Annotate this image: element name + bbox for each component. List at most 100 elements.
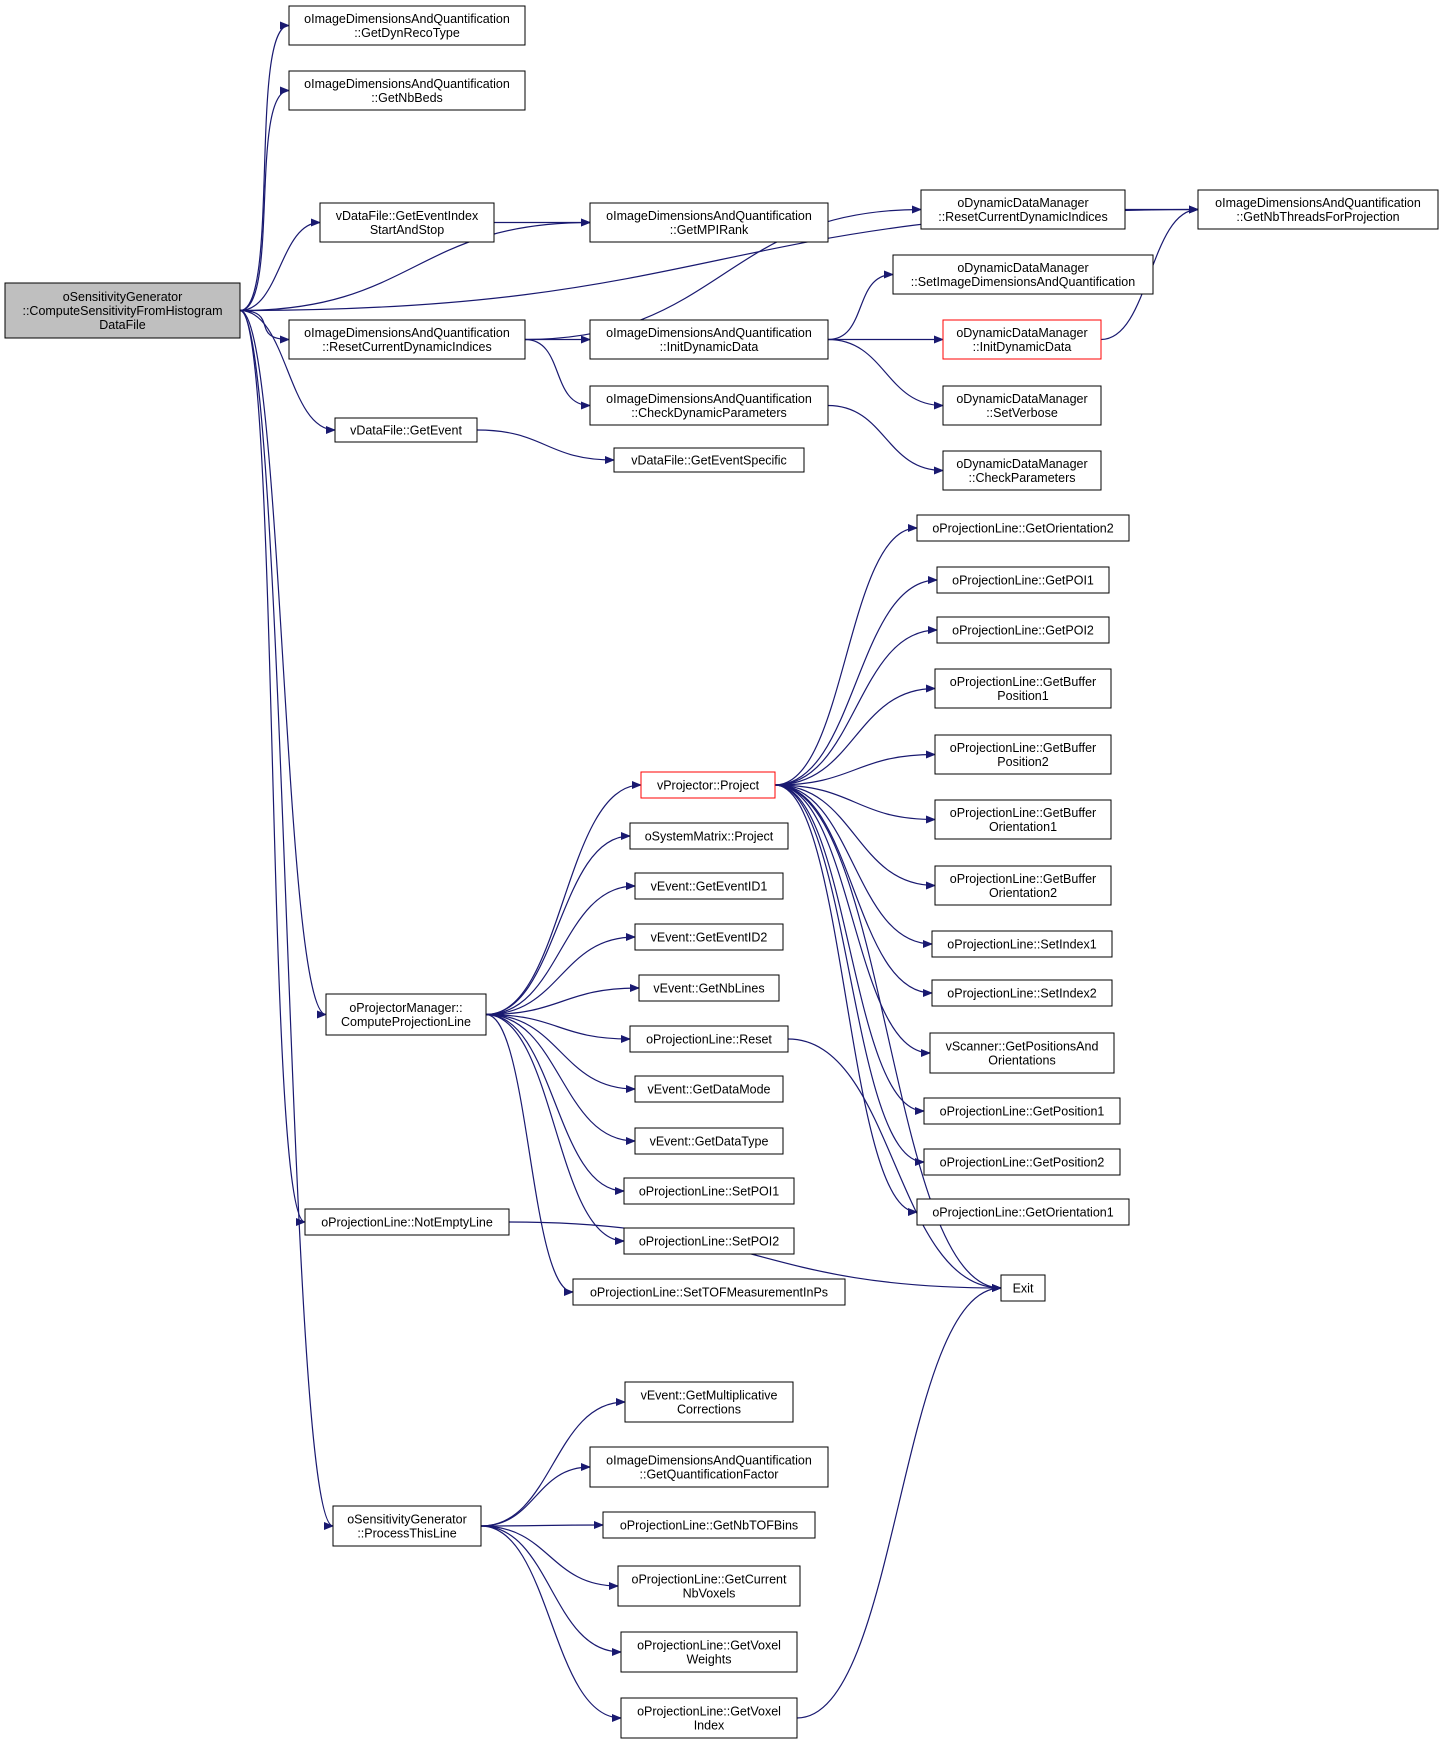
node-box-notEmptyLine[interactable]: [304, 1208, 510, 1236]
node-getPosition1[interactable]: oProjectionLine::GetPosition1: [923, 1097, 1121, 1125]
node-setIndex1[interactable]: oProjectionLine::SetIndex1: [931, 930, 1113, 958]
node-box-getEventID2[interactable]: [634, 923, 784, 951]
node-box-getOrientation1[interactable]: [916, 1198, 1130, 1226]
node-box-getDynRecoType[interactable]: [288, 5, 526, 46]
node-box-setPOI2[interactable]: [623, 1227, 795, 1255]
node-getOrientation2[interactable]: oProjectionLine::GetOrientation2: [916, 514, 1130, 542]
node-getOrientation1[interactable]: oProjectionLine::GetOrientation1: [916, 1198, 1130, 1226]
node-box-getVoxelWeights[interactable]: [620, 1631, 798, 1673]
node-box-getNbTOFBins[interactable]: [602, 1511, 816, 1539]
node-setPOI2[interactable]: oProjectionLine::SetPOI2: [623, 1227, 795, 1255]
node-box-checkParams[interactable]: [942, 450, 1102, 491]
node-box-getQuantFactor[interactable]: [589, 1446, 829, 1488]
node-box-getBufPos1[interactable]: [934, 668, 1112, 709]
node-setPOI1[interactable]: oProjectionLine::SetPOI1: [623, 1177, 795, 1205]
node-getQuantFactor[interactable]: oImageDimensionsAndQuantification::GetQu…: [589, 1446, 829, 1488]
node-box-idResetCurrent[interactable]: [288, 319, 526, 360]
node-box-getBufOri2[interactable]: [934, 865, 1112, 906]
node-getEventID1[interactable]: vEvent::GetEventID1: [634, 872, 784, 900]
node-dmResetCurrent[interactable]: oDynamicDataManager::ResetCurrentDynamic…: [920, 189, 1126, 230]
node-box-getMPIRank[interactable]: [589, 202, 829, 243]
node-setIndex2[interactable]: oProjectionLine::SetIndex2: [931, 979, 1113, 1007]
node-box-computeProjLine[interactable]: [325, 993, 487, 1036]
node-box-getNbLines[interactable]: [638, 974, 780, 1002]
node-initDynamicDataID[interactable]: oImageDimensionsAndQuantification::InitD…: [589, 319, 829, 360]
node-getEventSpecific[interactable]: vDataFile::GetEventSpecific: [613, 447, 805, 473]
node-computeProjLine[interactable]: oProjectorManager::ComputeProjectionLine: [325, 993, 487, 1036]
node-box-getEventIndex[interactable]: [319, 202, 495, 243]
node-box-initDynamicDataDM[interactable]: [942, 319, 1102, 360]
node-getMPIRank[interactable]: oImageDimensionsAndQuantification::GetMP…: [589, 202, 829, 243]
node-box-getNbBeds[interactable]: [288, 70, 526, 111]
node-getPOI1[interactable]: oProjectionLine::GetPOI1: [936, 566, 1110, 594]
node-box-setIndex2[interactable]: [931, 979, 1113, 1007]
node-box-getPosition2[interactable]: [923, 1148, 1121, 1176]
node-checkDynParams[interactable]: oImageDimensionsAndQuantification::Check…: [589, 385, 829, 426]
node-getNbLines[interactable]: vEvent::GetNbLines: [638, 974, 780, 1002]
node-box-getDataType[interactable]: [634, 1127, 784, 1155]
node-box-vProject[interactable]: [640, 771, 776, 799]
node-box-checkDynParams[interactable]: [589, 385, 829, 426]
node-box-getOrientation2[interactable]: [916, 514, 1130, 542]
node-getPosition2[interactable]: oProjectionLine::GetPosition2: [923, 1148, 1121, 1176]
node-box-getPOI1[interactable]: [936, 566, 1110, 594]
node-getNbTOFBins[interactable]: oProjectionLine::GetNbTOFBins: [602, 1511, 816, 1539]
node-getDataType[interactable]: vEvent::GetDataType: [634, 1127, 784, 1155]
node-box-getDataMode[interactable]: [634, 1075, 784, 1103]
node-getNbThreads[interactable]: oImageDimensionsAndQuantification::GetNb…: [1197, 189, 1439, 230]
node-plReset[interactable]: oProjectionLine::Reset: [629, 1025, 789, 1053]
node-initDynamicDataDM[interactable]: oDynamicDataManager::InitDynamicData: [942, 319, 1102, 360]
node-root[interactable]: oSensitivityGenerator::ComputeSensitivit…: [4, 282, 241, 339]
node-processThisLine[interactable]: oSensitivityGenerator::ProcessThisLine: [332, 1505, 482, 1547]
node-box-setVerbose[interactable]: [942, 385, 1102, 426]
node-setTOF[interactable]: oProjectionLine::SetTOFMeasurementInPs: [572, 1278, 846, 1306]
node-box-setPOI1[interactable]: [623, 1177, 795, 1205]
node-box-getEvent[interactable]: [334, 417, 478, 443]
node-box-getNbThreads[interactable]: [1197, 189, 1439, 230]
node-sysProject[interactable]: oSystemMatrix::Project: [629, 822, 789, 850]
node-box-getMultCorr[interactable]: [624, 1381, 794, 1423]
node-setImageDims[interactable]: oDynamicDataManager::SetImageDimensionsA…: [892, 254, 1154, 295]
node-box-root[interactable]: [4, 282, 241, 339]
node-vProject[interactable]: vProjector::Project: [640, 771, 776, 799]
node-exit[interactable]: Exit: [1000, 1274, 1046, 1302]
node-getEvent[interactable]: vDataFile::GetEvent: [334, 417, 478, 443]
node-box-setIndex1[interactable]: [931, 930, 1113, 958]
node-getNbBeds[interactable]: oImageDimensionsAndQuantification::GetNb…: [288, 70, 526, 111]
node-box-exit[interactable]: [1000, 1274, 1046, 1302]
node-box-getEventSpecific[interactable]: [613, 447, 805, 473]
node-box-initDynamicDataID[interactable]: [589, 319, 829, 360]
node-box-getVoxelIndex[interactable]: [620, 1697, 798, 1739]
node-box-sysProject[interactable]: [629, 822, 789, 850]
node-box-dmResetCurrent[interactable]: [920, 189, 1126, 230]
node-box-getPosition1[interactable]: [923, 1097, 1121, 1125]
node-box-plReset[interactable]: [629, 1025, 789, 1053]
node-box-processThisLine[interactable]: [332, 1505, 482, 1547]
node-box-setTOF[interactable]: [572, 1278, 846, 1306]
node-idResetCurrent[interactable]: oImageDimensionsAndQuantification::Reset…: [288, 319, 526, 360]
node-box-getBufPos2[interactable]: [934, 734, 1112, 775]
node-box-getBufOri1[interactable]: [934, 799, 1112, 840]
node-box-setImageDims[interactable]: [892, 254, 1154, 295]
node-getEventID2[interactable]: vEvent::GetEventID2: [634, 923, 784, 951]
node-notEmptyLine[interactable]: oProjectionLine::NotEmptyLine: [304, 1208, 510, 1236]
node-box-getPOI2[interactable]: [936, 616, 1110, 644]
node-setVerbose[interactable]: oDynamicDataManager::SetVerbose: [942, 385, 1102, 426]
node-getDynRecoType[interactable]: oImageDimensionsAndQuantification::GetDy…: [288, 5, 526, 46]
node-checkParams[interactable]: oDynamicDataManager::CheckParameters: [942, 450, 1102, 491]
node-box-getPosAndOri[interactable]: [929, 1032, 1115, 1074]
node-box-getEventID1[interactable]: [634, 872, 784, 900]
node-box-getCurNbVoxels[interactable]: [617, 1565, 801, 1607]
node-getPOI2[interactable]: oProjectionLine::GetPOI2: [936, 616, 1110, 644]
node-getDataMode[interactable]: vEvent::GetDataMode: [634, 1075, 784, 1103]
